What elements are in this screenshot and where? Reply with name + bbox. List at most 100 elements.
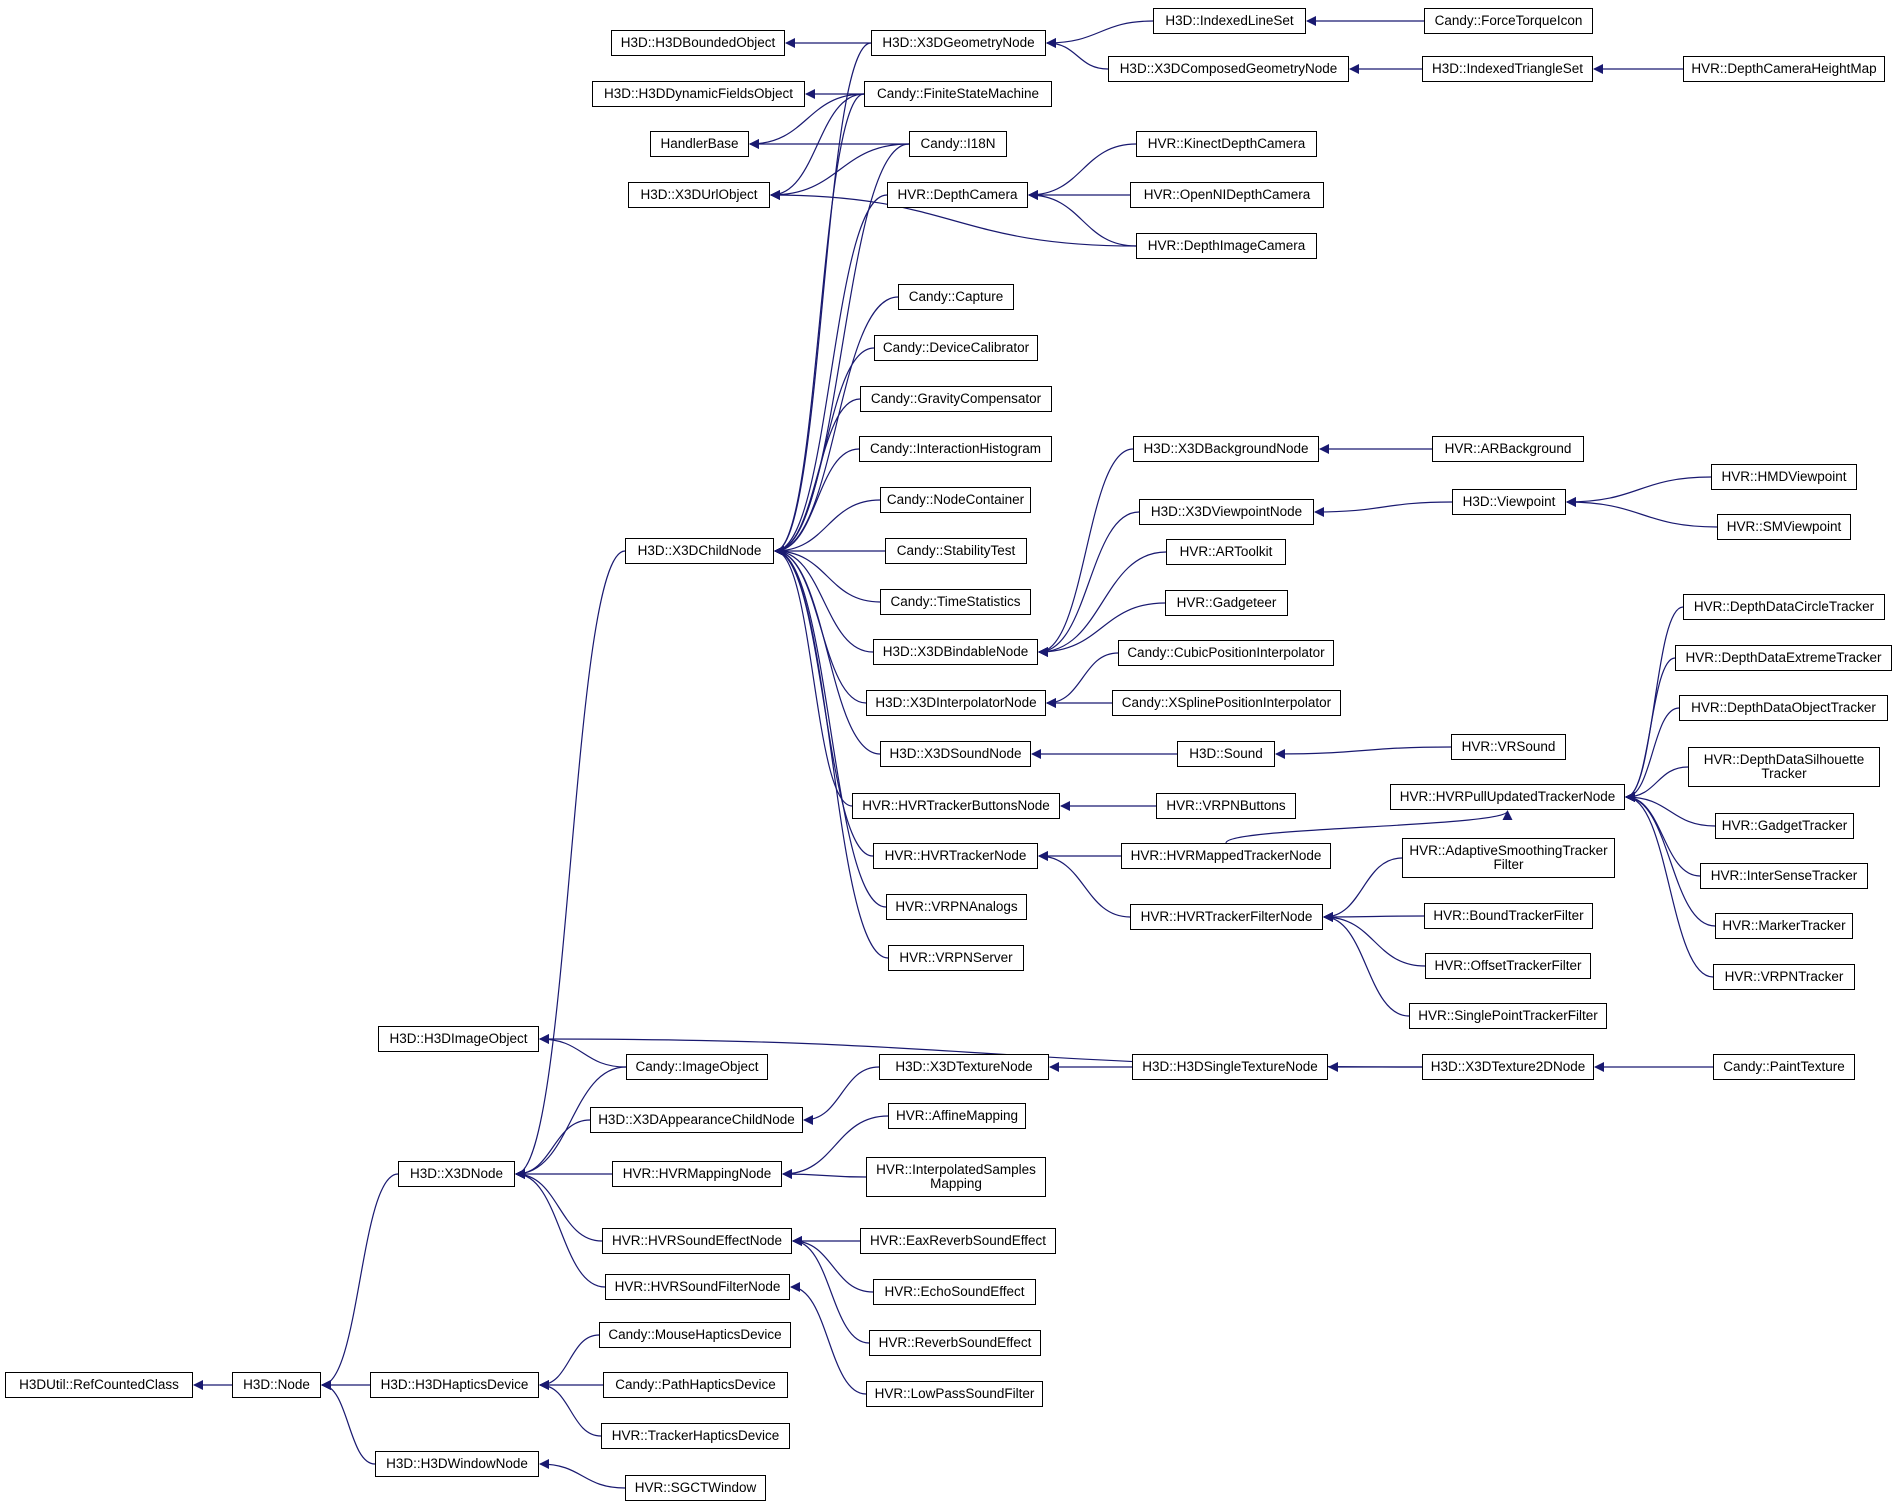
node-hvr-hvrmappingnode[interactable]: HVR::HVRMappingNode [612, 1161, 782, 1187]
node-candy-pathhapticsdevice[interactable]: Candy::PathHapticsDevice [603, 1372, 788, 1398]
node-h3d-x3dinterpolatornode[interactable]: H3D::X3DInterpolatorNode [866, 690, 1046, 716]
node-h3d-node[interactable]: H3D::Node [232, 1372, 321, 1398]
node-handlerbase[interactable]: HandlerBase [650, 131, 749, 157]
node-hvr-boundtrackerfilter[interactable]: HVR::BoundTrackerFilter [1424, 903, 1593, 929]
node-h3d-x3dnode[interactable]: H3D::X3DNode [398, 1161, 515, 1187]
node-hvr-vrpnanalogs[interactable]: HVR::VRPNAnalogs [886, 894, 1027, 920]
node-hvr-hvrtrackernode[interactable]: HVR::HVRTrackerNode [873, 843, 1038, 869]
node-h3d-x3dviewpointnode[interactable]: H3D::X3DViewpointNode [1139, 499, 1314, 525]
node-hvr-lowpasssoundfilter[interactable]: HVR::LowPassSoundFilter [866, 1381, 1043, 1407]
node-hvr-opennidepthcamera[interactable]: HVR::OpenNIDepthCamera [1130, 182, 1324, 208]
node-hvr-vrpntracker[interactable]: HVR::VRPNTracker [1713, 964, 1855, 990]
node-h3d-h3ddynamicfieldsobject[interactable]: H3D::H3DDynamicFieldsObject [592, 81, 805, 107]
inheritance-edge-imageobject-to-h3dimageobject [539, 1034, 627, 1068]
node-hvr-vrsound[interactable]: HVR::VRSound [1451, 734, 1566, 760]
node-candy-xsplinepositioninterpolator[interactable]: Candy::XSplinePositionInterpolator [1112, 690, 1341, 716]
node-hvr-markertracker[interactable]: HVR::MarkerTracker [1715, 913, 1853, 939]
node-hvr-sgctwindow[interactable]: HVR::SGCTWindow [625, 1475, 766, 1501]
inheritance-edge-vrpnserver-to-x3dchildnode [774, 546, 889, 959]
node-candy-imageobject[interactable]: Candy::ImageObject [626, 1054, 768, 1080]
node-h3d-h3dimageobject[interactable]: H3D::H3DImageObject [378, 1026, 539, 1052]
node-candy-interactionhistogram[interactable]: Candy::InteractionHistogram [859, 436, 1052, 462]
node-hvr-gadgeteer[interactable]: HVR::Gadgeteer [1165, 590, 1288, 616]
node-h3d-indexedtriangleset[interactable]: H3D::IndexedTriangleSet [1422, 56, 1593, 82]
node-h3d-x3dbindablenode[interactable]: H3D::X3DBindableNode [873, 639, 1038, 665]
node-hvr-artoolkit[interactable]: HVR::ARToolkit [1166, 539, 1286, 565]
node-candy-cubicpositioninterpolator[interactable]: Candy::CubicPositionInterpolator [1118, 640, 1334, 666]
node-hvr-depthdataobjecttracker[interactable]: HVR::DepthDataObjectTracker [1679, 695, 1888, 721]
inheritance-edge-mousehaptics-to-h3dhaptics [539, 1334, 600, 1390]
inheritance-edge-echosound-to-hvrsoundeffect [792, 1236, 874, 1293]
node-hvr-depthdataextremetracker[interactable]: HVR::DepthDataExtremeTracker [1675, 645, 1892, 671]
node-hvr-depthdatasilhouettetracker[interactable]: HVR::DepthDataSilhouette Tracker [1688, 747, 1880, 787]
node-candy-painttexture[interactable]: Candy::PaintTexture [1713, 1054, 1855, 1080]
node-hvr-depthcamera[interactable]: HVR::DepthCamera [887, 182, 1028, 208]
node-h3d-x3dsoundnode[interactable]: H3D::X3DSoundNode [880, 741, 1031, 767]
inheritance-edge-depthcamera-to-x3dchildnode [774, 194, 888, 556]
node-hvr-intersensetracker[interactable]: HVR::InterSenseTracker [1700, 863, 1868, 889]
inheritance-edge-adaptivesmoothing-to-hvrtrackerfilter [1323, 857, 1403, 922]
node-h3d-x3dtexturenode[interactable]: H3D::X3DTextureNode [879, 1054, 1049, 1080]
node-h3d-x3dchildnode[interactable]: H3D::X3DChildNode [625, 538, 774, 564]
node-candy-forcetorqueicon[interactable]: Candy::ForceTorqueIcon [1424, 8, 1593, 34]
node-h3d-x3dbackgroundnode[interactable]: H3D::X3DBackgroundNode [1133, 436, 1319, 462]
node-hvr-singlepointtrackerfilter[interactable]: HVR::SinglePointTrackerFilter [1409, 1003, 1607, 1029]
node-hvr-hvrtrackerbuttonsnode[interactable]: HVR::HVRTrackerButtonsNode [852, 793, 1060, 819]
inheritance-edge-gadgeteer-to-x3dbindable [1038, 602, 1166, 657]
node-hvr-offsettrackerfilter[interactable]: HVR::OffsetTrackerFilter [1425, 953, 1591, 979]
node-candy-nodecontainer[interactable]: Candy::NodeContainer [880, 487, 1031, 513]
node-h3d-x3dgeometrynode[interactable]: H3D::X3DGeometryNode [871, 30, 1046, 56]
inheritance-edge-nodecontainer-to-x3dchildnode [774, 499, 881, 556]
node-hvr-smviewpoint[interactable]: HVR::SMViewpoint [1717, 514, 1851, 540]
inheritance-edge-x3dcomposedgeom-to-x3dgeometrynode [1046, 38, 1109, 70]
node-hvr-hmdviewpoint[interactable]: HVR::HMDViewpoint [1711, 464, 1857, 490]
inheritance-edge-vrpntracker-to-hvrpullupdated [1625, 792, 1714, 978]
node-hvr-depthcameraheightmap[interactable]: HVR::DepthCameraHeightMap [1683, 56, 1885, 82]
node-h3d-viewpoint[interactable]: H3D::Viewpoint [1452, 489, 1566, 515]
node-h3d-h3dwindownode[interactable]: H3D::H3DWindowNode [375, 1451, 539, 1477]
node-h3dutil-refcountedclass[interactable]: H3DUtil::RefCountedClass [5, 1372, 193, 1398]
inheritance-edge-ddobject-to-hvrpullupdated [1625, 707, 1680, 802]
node-hvr-hvrmappedtrackernode[interactable]: HVR::HVRMappedTrackerNode [1121, 843, 1331, 869]
node-hvr-eaxreverbsoundeffect[interactable]: HVR::EaxReverbSoundEffect [860, 1228, 1056, 1254]
node-candy-gravitycompensator[interactable]: Candy::GravityCompensator [860, 386, 1052, 412]
node-hvr-trackerhapticsdevice[interactable]: HVR::TrackerHapticsDevice [601, 1423, 790, 1449]
inheritance-edge-i18n-to-x3durlobject [770, 143, 910, 200]
node-candy-i18n[interactable]: Candy::I18N [909, 131, 1007, 157]
node-hvr-adaptivesmoothingtrackerfilter[interactable]: HVR::AdaptiveSmoothingTracker Filter [1402, 838, 1615, 878]
node-candy-finitestatemachine[interactable]: Candy::FiniteStateMachine [864, 81, 1052, 107]
node-h3d-x3dcomposedgeometrynode[interactable]: H3D::X3DComposedGeometryNode [1108, 56, 1349, 82]
node-h3d-x3dappearancechildnode[interactable]: H3D::X3DAppearanceChildNode [590, 1107, 803, 1133]
inheritance-edge-gadgettracker-to-hvrpullupdated [1625, 792, 1716, 827]
node-hvr-hvrsoundfilternode[interactable]: HVR::HVRSoundFilterNode [605, 1274, 790, 1300]
node-hvr-vrpnserver[interactable]: HVR::VRPNServer [888, 945, 1024, 971]
node-hvr-kinectdepthcamera[interactable]: HVR::KinectDepthCamera [1136, 131, 1317, 157]
node-hvr-depthimagecamera[interactable]: HVR::DepthImageCamera [1136, 233, 1317, 259]
node-candy-stabilitytest[interactable]: Candy::StabilityTest [885, 538, 1027, 564]
node-hvr-hvrsoundeffectnode[interactable]: HVR::HVRSoundEffectNode [602, 1228, 792, 1254]
inheritance-edge-hvrmappedtracker-to-hvrpullupdated [1225, 810, 1513, 844]
node-h3d-h3dsingletexturenode[interactable]: H3D::H3DSingleTextureNode [1132, 1054, 1328, 1080]
inheritance-edge-finitestatemachine-to-handlerbase [749, 93, 865, 149]
node-hvr-hvrtrackerfilternode[interactable]: HVR::HVRTrackerFilterNode [1130, 904, 1323, 930]
node-h3d-h3dhapticsdevice[interactable]: H3D::H3DHapticsDevice [370, 1372, 539, 1398]
node-hvr-reverbsoundeffect[interactable]: HVR::ReverbSoundEffect [869, 1330, 1041, 1356]
node-hvr-echosoundeffect[interactable]: HVR::EchoSoundEffect [873, 1279, 1036, 1305]
node-candy-mousehapticsdevice[interactable]: Candy::MouseHapticsDevice [599, 1322, 791, 1348]
node-hvr-arbackground[interactable]: HVR::ARBackground [1432, 436, 1584, 462]
node-hvr-hvrpullupdatedtrackernode[interactable]: HVR::HVRPullUpdatedTrackerNode [1390, 784, 1625, 810]
node-hvr-affinemapping[interactable]: HVR::AffineMapping [888, 1103, 1026, 1129]
node-h3d-h3dboundedobject[interactable]: H3D::H3DBoundedObject [611, 30, 785, 56]
node-candy-capture[interactable]: Candy::Capture [898, 284, 1014, 310]
node-h3d-x3durlobject[interactable]: H3D::X3DUrlObject [628, 182, 770, 208]
node-candy-timestatistics[interactable]: Candy::TimeStatistics [880, 589, 1031, 615]
node-hvr-interpolatedsamplesmapping[interactable]: HVR::InterpolatedSamples Mapping [866, 1157, 1046, 1197]
inheritance-edge-x3dbackground-to-x3dbindable [1038, 448, 1134, 657]
node-candy-devicecalibrator[interactable]: Candy::DeviceCalibrator [874, 335, 1038, 361]
node-hvr-vrpnbuttons[interactable]: HVR::VRPNButtons [1156, 793, 1296, 819]
node-h3d-indexedlineset[interactable]: H3D::IndexedLineSet [1153, 8, 1306, 34]
node-hvr-gadgettracker[interactable]: HVR::GadgetTracker [1715, 813, 1854, 839]
node-h3d-x3dtexture2dnode[interactable]: H3D::X3DTexture2DNode [1422, 1054, 1594, 1080]
node-h3d-sound[interactable]: H3D::Sound [1177, 741, 1275, 767]
node-hvr-depthdatacircletracker[interactable]: HVR::DepthDataCircleTracker [1683, 594, 1885, 620]
